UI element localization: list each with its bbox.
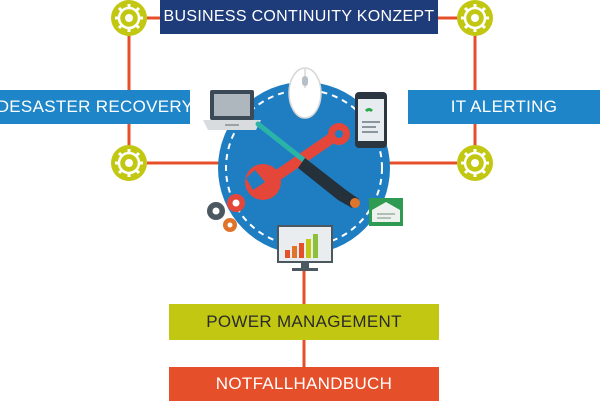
mail-icon [369,198,403,226]
gear-icon [111,0,147,36]
gear-icon [111,145,147,181]
business-continuity-box: BUSINESS CONTINUITY KONZEPT [160,0,438,34]
cogs-icon [207,194,245,232]
laptop-icon [203,90,261,130]
screwdriver-icon [255,121,360,208]
gear-icon [457,145,493,181]
gear-icon [457,0,493,36]
disaster-recovery-box: DESASTER RECOVERY [0,90,193,124]
monitor-chart-icon [277,225,333,271]
smartphone-icon [355,92,387,148]
emergency-handbook-box: NOTFALLHANDBUCH [169,367,439,401]
mouse-icon [288,67,322,119]
it-alerting-box: IT ALERTING [408,90,600,124]
power-management-box: POWER MANAGEMENT [169,304,439,340]
